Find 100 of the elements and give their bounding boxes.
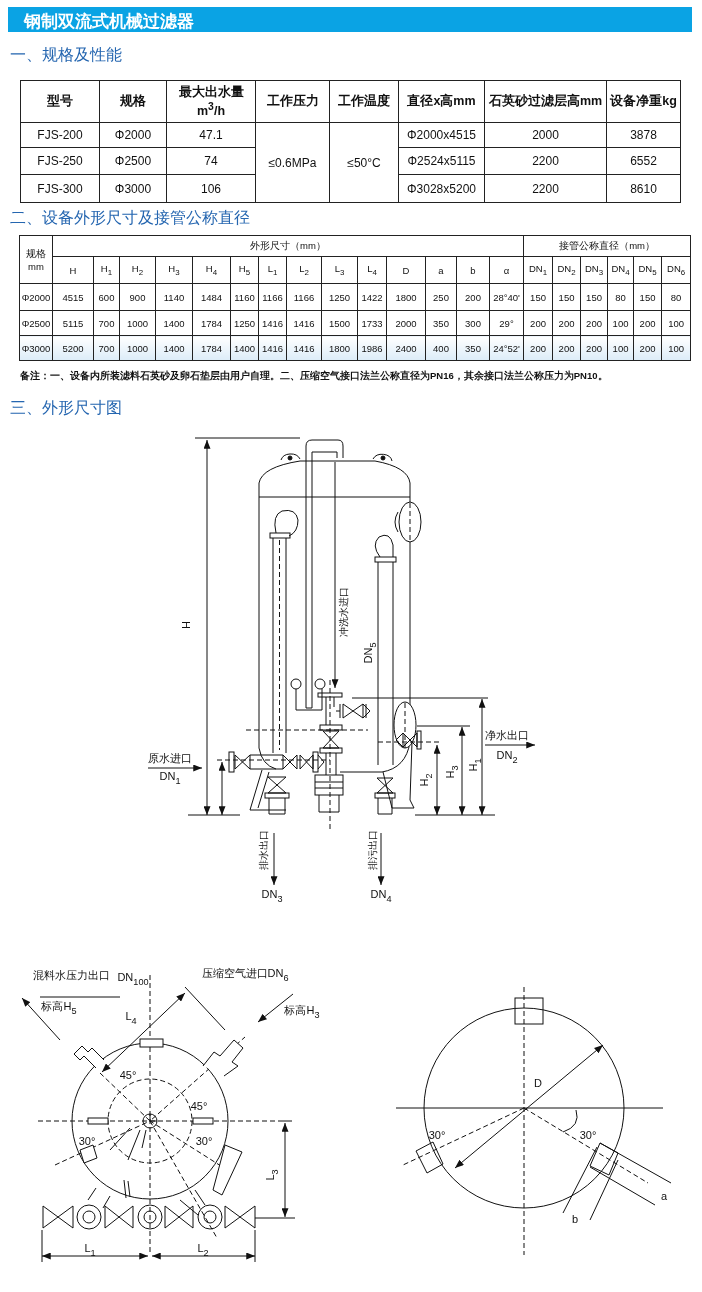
size-label: DN$_{4}$ <box>370 888 392 904</box>
table-cell: 1416 <box>258 310 287 336</box>
table-cell: ≤50°C <box>329 122 399 203</box>
header-cell: H$_{2}$ <box>119 256 156 284</box>
header-cell: DN$_{4}$ <box>607 256 634 284</box>
table-cell: 8610 <box>606 174 681 203</box>
table-cell: Φ2500 <box>19 310 53 336</box>
header-cell: L$_{2}$ <box>286 256 322 284</box>
angle-label: 45° <box>119 1068 137 1082</box>
table-cell: 80 <box>607 283 634 311</box>
header-cell: 工作压力 <box>255 80 330 123</box>
table-cell: 200 <box>523 310 553 336</box>
header-cell: b <box>456 256 490 284</box>
table-cell: 1400 <box>155 310 193 336</box>
table-cell: 1140 <box>155 283 193 311</box>
table-cell: 200 <box>456 283 490 311</box>
port-label: 混料水压力出口 <box>32 968 110 982</box>
table-cell: 250 <box>425 283 457 311</box>
table-cell: 700 <box>93 310 120 336</box>
table-cell: 1250 <box>321 283 358 311</box>
dimension-label: H <box>179 621 193 629</box>
table-cell: Φ3000 <box>99 174 167 203</box>
table-cell: 150 <box>580 283 608 311</box>
table-cell: 6552 <box>606 147 681 175</box>
table-cell: 350 <box>425 310 457 336</box>
table-cell: 3878 <box>606 122 681 148</box>
header-cell: L$_{3}$ <box>321 256 358 284</box>
port-label: 冲洗水进口 <box>337 587 349 637</box>
table-cell: 2000 <box>386 310 426 336</box>
header-cell: 规格 mm <box>19 235 53 284</box>
table-cell: 1160 <box>230 283 259 311</box>
table-cell: 300 <box>456 310 490 336</box>
table-cell: 1800 <box>386 283 426 311</box>
table-cell: 1416 <box>286 310 322 336</box>
size-label: DN$_{2}$ <box>496 749 518 765</box>
header-cell: D <box>386 256 426 284</box>
table-cell: 1500 <box>321 310 358 336</box>
table-cell: Φ2000 <box>19 283 53 311</box>
table-cell: 1166 <box>258 283 287 311</box>
table-cell: 4515 <box>52 283 94 311</box>
angle-label: 45° <box>190 1099 208 1113</box>
header-cell: DN$_{1}$ <box>523 256 553 284</box>
table-cell: Φ2500 <box>99 147 167 175</box>
angle-label: 30° <box>428 1128 446 1142</box>
header-cell: H$_{1}$ <box>93 256 120 284</box>
footnote: 备注：一、设备内所装滤料石英砂及卵石垫层由用户自理。二、压缩空气接口法兰公称直径为PN16，其余接口法兰公称压力为PN10。 <box>20 370 608 383</box>
header-cell: H$_{4}$ <box>192 256 231 284</box>
section-heading: 三、外形尺寸图 <box>10 398 122 418</box>
port-label: 排水出口 <box>257 830 269 870</box>
header-cell: 外形尺寸（mm） <box>52 235 524 257</box>
table-cell: 150 <box>523 283 553 311</box>
table-cell: 80 <box>661 283 691 311</box>
table-cell: 200 <box>633 310 662 336</box>
header-cell: a <box>425 256 457 284</box>
table-cell: 28°40' <box>489 283 524 311</box>
table-cell: Φ2000x4515 <box>398 122 485 148</box>
table-cell: 200 <box>552 310 581 336</box>
size-label: DN$_{1}$ <box>159 770 181 786</box>
header-cell: 规格 <box>99 80 167 123</box>
dimension-label: a <box>660 1189 668 1203</box>
header-cell: L$_{1}$ <box>258 256 287 284</box>
header-cell: H$_{5}$ <box>230 256 259 284</box>
size-label: DN$_{3}$ <box>261 888 283 904</box>
table-cell: 47.1 <box>166 122 256 148</box>
header-cell: 接管公称直径（mm） <box>523 235 691 257</box>
table-cell: 200 <box>580 310 608 336</box>
dimension-label: D <box>534 1076 542 1090</box>
table-cell: FJS-300 <box>20 174 100 203</box>
header-cell: DN$_{5}$ <box>633 256 662 284</box>
section-heading: 一、规格及性能 <box>10 45 122 65</box>
header-cell: DN$_{3}$ <box>580 256 608 284</box>
table-cell: FJS-250 <box>20 147 100 175</box>
angle-label: 30° <box>78 1134 96 1148</box>
header-cell: 型号 <box>20 80 100 123</box>
header-cell: 工作温度 <box>329 80 399 123</box>
table-cell: 900 <box>119 283 156 311</box>
table-cell: 1422 <box>357 283 387 311</box>
table-cell: Φ2524x5115 <box>398 147 485 175</box>
table-cell: 600 <box>93 283 120 311</box>
header-cell: DN$_{6}$ <box>661 256 691 284</box>
table-cell: 1250 <box>230 310 259 336</box>
port-label: 原水进口 <box>148 751 192 765</box>
header-cell: H <box>52 256 94 284</box>
table-cell: Φ3000 <box>19 335 53 361</box>
port-label: 净水出口 <box>485 728 529 742</box>
table-cell: 1733 <box>357 310 387 336</box>
angle-label: 30° <box>195 1134 213 1148</box>
section-heading: 二、设备外形尺寸及接管公称直径 <box>10 208 250 228</box>
header-cell: DN$_{2}$ <box>552 256 581 284</box>
elevation-label: 标高H$_{3}$ <box>284 1004 320 1020</box>
elevation-label: 标高H$_{5}$ <box>41 1000 77 1016</box>
table-cell: 2000 <box>484 122 607 148</box>
table-cell: 2200 <box>484 147 607 175</box>
header-cell: α <box>489 256 524 284</box>
table-cell: FJS-200 <box>20 122 100 148</box>
page-title: 钢制双流式机械过滤器 <box>24 11 194 33</box>
header-cell: L$_{4}$ <box>357 256 387 284</box>
table-cell: ≤0.6MPa <box>255 122 330 203</box>
table-cell: 1784 <box>192 310 231 336</box>
table-cell: 1000 <box>119 310 156 336</box>
